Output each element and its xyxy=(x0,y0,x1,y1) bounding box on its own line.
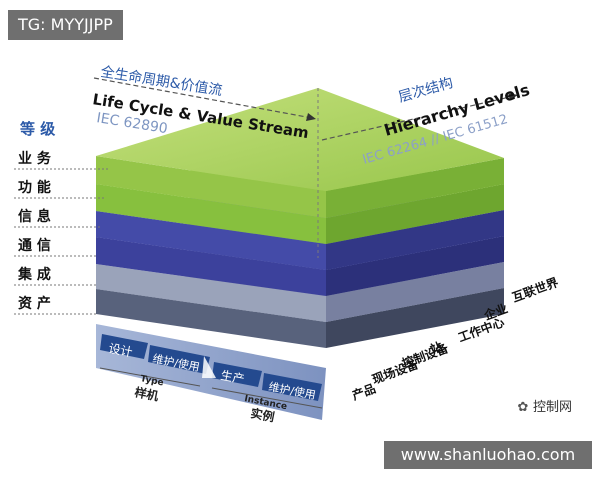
layers-title: 等 级 xyxy=(20,120,56,138)
layer-label: 资 产 xyxy=(18,295,51,312)
layer-stack xyxy=(96,88,504,348)
watermark: ✿ 控制网 xyxy=(513,396,572,415)
maintain-use-chip-1 xyxy=(148,345,210,374)
production-label: 生产 xyxy=(219,368,245,386)
watermark-text: 控制网 xyxy=(533,400,573,415)
site-label: www.shanluohao.com xyxy=(384,441,592,469)
type-instance-divider xyxy=(202,356,216,378)
production-chip xyxy=(212,362,262,387)
hierarchy-level-label: 现场设备 xyxy=(370,356,421,387)
hierarchy-title-cn: 层次结构 xyxy=(397,75,455,106)
maintain-use-chip-2 xyxy=(262,373,322,401)
tag-label: TG: MYYJJPP xyxy=(8,10,123,40)
hierarchy-level-label: 产品 xyxy=(350,381,378,403)
design-chip xyxy=(100,334,148,359)
layer-label: 功 能 xyxy=(18,179,51,196)
instance-cn-label: 实例 xyxy=(249,405,275,424)
layer-label: 通 信 xyxy=(18,237,51,254)
layer-labels: 等 级 业 务功 能信 息通 信集 成资 产 xyxy=(14,120,110,315)
wechat-icon: ✿ xyxy=(517,400,529,415)
type-cn-label: 样机 xyxy=(133,384,159,403)
layer-business xyxy=(96,88,504,218)
hierarchy-level-label: 站 xyxy=(428,339,444,357)
type-label: Type xyxy=(139,374,164,388)
design-label: 设计 xyxy=(107,341,133,359)
layer-label: 信 息 xyxy=(18,208,51,225)
lifecycle-bar: 设计 维护/使用 生产 维护/使用 Type 样机 Instance 实例 xyxy=(96,324,326,425)
hierarchy-level-label: 互联世界 xyxy=(510,274,560,305)
layer-label: 业 务 xyxy=(18,150,52,167)
layer-label: 集 成 xyxy=(17,266,51,283)
